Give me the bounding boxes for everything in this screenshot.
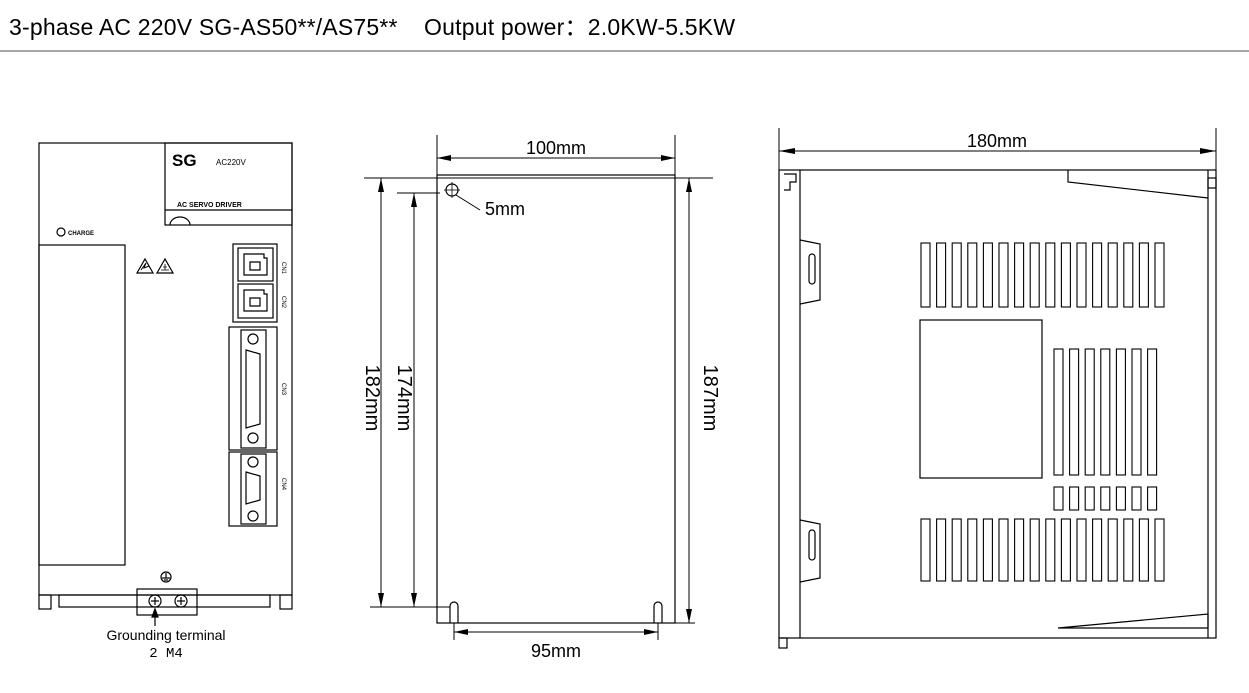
charge-label: CHARGE xyxy=(68,231,94,237)
voltage-label: AC220V xyxy=(216,158,246,167)
vent-slot xyxy=(1069,486,1080,511)
vent-slot xyxy=(1092,518,1103,582)
screw-icon xyxy=(148,594,162,608)
front-view xyxy=(38,142,293,626)
cn3-label: CN3 xyxy=(280,383,286,396)
grounding-terminal-spec: 2 M4 xyxy=(149,646,183,662)
dim-height-outer: 182mm xyxy=(361,365,383,432)
vent-grid xyxy=(920,242,1165,582)
dim-height-inner: 174mm xyxy=(393,365,415,432)
vent-slot xyxy=(951,518,962,582)
vent-slot xyxy=(998,242,1009,308)
vent-slot xyxy=(1084,486,1095,511)
vent-slot xyxy=(982,518,993,582)
vent-slot xyxy=(1147,348,1158,476)
cn4-port xyxy=(240,453,267,525)
brand-label: SG xyxy=(172,151,197,170)
vent-slot xyxy=(1014,518,1025,582)
vent-slot xyxy=(1076,518,1087,582)
vent-slot xyxy=(1014,242,1025,308)
title-divider xyxy=(0,50,1249,52)
dim-width-bottom: 95mm xyxy=(531,641,581,661)
dim-width-top: 100mm xyxy=(526,138,586,158)
vent-slot xyxy=(982,242,993,308)
vent-slot xyxy=(1092,242,1103,308)
vent-slot xyxy=(936,518,947,582)
cn4-housing xyxy=(228,451,278,527)
hot-surface-warning-icon xyxy=(155,257,175,274)
vent-slot xyxy=(1115,348,1126,476)
vent-slot xyxy=(1138,518,1149,582)
cn1-cn2-housing xyxy=(232,243,278,323)
vent-slot xyxy=(1147,486,1158,511)
vent-slot xyxy=(920,518,931,582)
mount-view xyxy=(364,135,713,640)
page-title: 3-phase AC 220V SG-AS50**/AS75** Output … xyxy=(9,14,736,40)
vent-slot xyxy=(1107,242,1118,308)
vent-slot xyxy=(1107,518,1118,582)
vent-slot xyxy=(1131,486,1142,511)
cn1-port xyxy=(237,247,274,282)
front-left-panel xyxy=(38,244,126,566)
vent-slot xyxy=(1060,242,1071,308)
mount-plate-outline xyxy=(436,174,676,624)
vent-slot xyxy=(1053,348,1064,476)
grounding-terminal-block xyxy=(136,588,198,616)
vent-slot xyxy=(1100,348,1111,476)
vent-slot xyxy=(1154,242,1165,308)
cn3-housing xyxy=(228,326,278,451)
vent-slot xyxy=(1154,518,1165,582)
ground-symbol-icon xyxy=(160,571,172,583)
vent-slot xyxy=(936,242,947,308)
vent-slot xyxy=(1060,518,1071,582)
vent-slot xyxy=(1084,348,1095,476)
cn2-label: CN2 xyxy=(280,296,286,309)
grounding-terminal-label: Grounding terminal xyxy=(106,627,225,643)
vent-slot xyxy=(1123,242,1134,308)
vent-slot xyxy=(1045,242,1056,308)
vent-slot xyxy=(1076,242,1087,308)
product-label: AC SERVO DRIVER xyxy=(177,202,242,209)
dim-height-right: 187mm xyxy=(699,365,721,432)
vent-slot xyxy=(1131,348,1142,476)
dim-hole: 5mm xyxy=(485,199,525,219)
vent-slot xyxy=(1100,486,1111,511)
cn3-port xyxy=(240,329,267,449)
vent-slot xyxy=(967,518,978,582)
vent-slot xyxy=(1123,518,1134,582)
vent-slot xyxy=(1115,486,1126,511)
cn4-label: CN4 xyxy=(280,478,286,491)
charge-lamp-icon xyxy=(56,227,66,237)
vent-slot xyxy=(1045,518,1056,582)
vent-slot xyxy=(1029,242,1040,308)
vent-slot xyxy=(1053,486,1064,511)
side-view xyxy=(778,128,1217,649)
vent-slot xyxy=(998,518,1009,582)
screw-icon xyxy=(174,594,188,608)
dim-depth: 180mm xyxy=(967,131,1027,151)
vent-slot xyxy=(1029,518,1040,582)
vent-slot xyxy=(1138,242,1149,308)
cn2-port xyxy=(237,283,274,319)
vent-slot xyxy=(951,242,962,308)
side-body-outline xyxy=(778,169,1217,639)
vent-slot xyxy=(1069,348,1080,476)
vent-slot xyxy=(967,242,978,308)
side-window xyxy=(919,319,1043,479)
label-panel xyxy=(164,142,293,226)
vent-slot xyxy=(920,242,931,308)
cn1-label: CN1 xyxy=(280,262,286,275)
